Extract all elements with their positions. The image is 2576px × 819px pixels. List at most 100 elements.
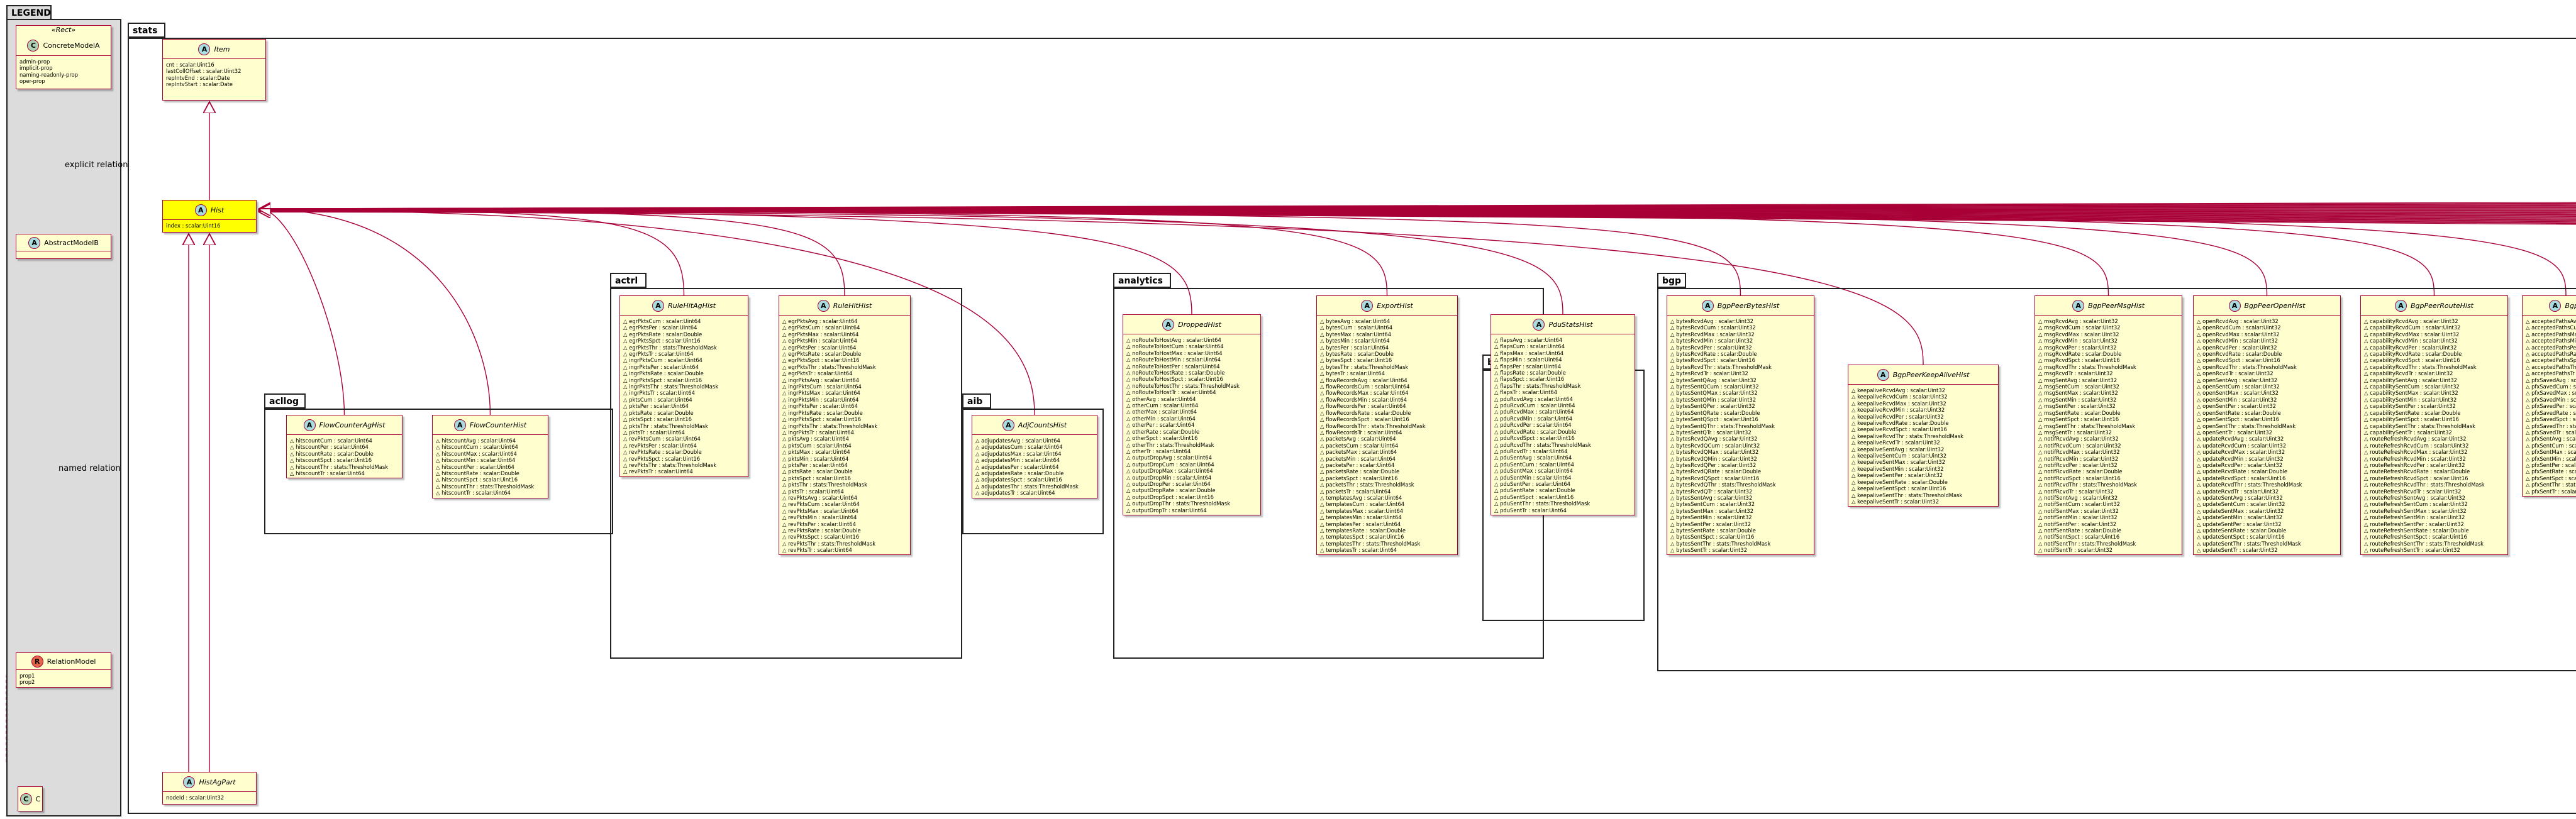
field: △ bytesSentTr : scalar:Uint32	[1670, 547, 1748, 554]
field: △ pktsMin : scalar:Uint64	[782, 455, 849, 462]
field: △ routeRefreshSentThr : stats:ThresholdM…	[2364, 540, 2484, 547]
field: △ revPktsCum : scalar:Uint64	[782, 501, 860, 508]
field: △ notifRcvdMin : scalar:Uint32	[2038, 455, 2119, 462]
field: △ revPktsPer : scalar:Uint64	[623, 442, 697, 449]
field: △ msgRcvdMin : scalar:Uint32	[2038, 338, 2118, 344]
field: △ routeRefreshRcvdTr : scalar:Uint32	[2364, 488, 2462, 495]
field: △ hitscountMax : scalar:Uint64	[436, 450, 517, 457]
field: △ routeRefreshRcvdMax : scalar:Uint32	[2364, 449, 2468, 456]
field: △ notifSentSpct : scalar:Uint16	[2038, 534, 2120, 541]
field: △ templatesSpct : scalar:Uint16	[1320, 534, 1404, 541]
field: △ keepaliveRcvdThr : stats:ThresholdMask	[1852, 432, 1963, 439]
field: △ keepaliveSentMax : scalar:Uint32	[1852, 459, 1946, 466]
stats-package	[128, 38, 2576, 814]
field: △ bytesRcvdQCum : scalar:Uint32	[1670, 442, 1760, 449]
field: △ openSentAvg : scalar:Uint32	[2197, 377, 2278, 383]
hist-ag-part-class[interactable]: A HistAgPart nodeId : scalar:Uint32	[162, 772, 257, 805]
class-name: C	[35, 794, 41, 803]
field: △ outputDropThr : stats:ThresholdMask	[1126, 500, 1230, 507]
field: △ msgRcvdCum : scalar:Uint32	[2038, 324, 2121, 331]
bgp-package	[1657, 288, 2576, 671]
field: △ pduRcvdMax : scalar:Uint64	[1494, 409, 1574, 415]
c-class[interactable]: C C	[18, 786, 43, 811]
relation-model-class[interactable]: R RelationModel prop1 prop2	[16, 652, 111, 688]
field: △ routeRefreshRcvdRate : scalar:Double	[2364, 468, 2470, 475]
actrl-package-tab: actrl	[610, 273, 647, 288]
field: △ updateRcvdThr : stats:ThresholdMask	[2197, 481, 2302, 488]
field: △ keepaliveSentSpct : scalar:Uint16	[1852, 485, 1946, 492]
aib-package-tab: aib	[962, 393, 991, 409]
field: △ flapsSpct : scalar:Uint16	[1494, 376, 1565, 383]
abstract-icon: A	[2549, 299, 2562, 312]
field: △ otherSpct : scalar:Uint16	[1126, 435, 1198, 442]
field: △ acceptedPathsTr	[2526, 370, 2575, 377]
field: △ routeRefreshSentMax : scalar:Uint32	[2364, 507, 2467, 514]
field: △ noRouteToHostSpct : scalar:Uint16	[1126, 376, 1223, 383]
class-icon: C	[27, 40, 40, 52]
field: prop2	[19, 679, 35, 686]
class-name: PduStatsHist	[1548, 320, 1593, 329]
field: △ flowRecordsCum : scalar:Uint64	[1320, 383, 1410, 390]
field: △ templatesThr : stats:ThresholdMask	[1320, 540, 1421, 547]
field: △ ingrPktsCum : scalar:Uint64	[782, 383, 862, 390]
field: △ egrPktsThr : stats:ThresholdMask	[623, 344, 717, 351]
field: △ adjupdatesCum : scalar:Uint64	[975, 444, 1063, 451]
field: △ revPktsThr : stats:ThresholdMask	[782, 540, 876, 547]
field: △ keepaliveRcvdRate : scalar:Double	[1852, 420, 1949, 427]
field: △ updateRcvdMax : scalar:Uint32	[2197, 449, 2285, 456]
field: △ hitscountPer : scalar:Uint64	[436, 463, 514, 470]
field: △ keepaliveSentTr : scalar:Uint32	[1852, 498, 1940, 505]
class-name: ConcreteModelA	[43, 41, 100, 50]
field: △ bytesThr : stats:ThresholdMask	[1320, 363, 1409, 370]
acllog-package	[264, 409, 613, 534]
field: △ adjupdatesAvg : scalar:Uint64	[975, 437, 1060, 444]
hist-class[interactable]: A Hist index : scalar:Uint16	[162, 200, 257, 233]
concrete-model-a-class[interactable]: «Rect» C ConcreteModelA admin-prop impli…	[16, 25, 111, 89]
field: △ noRouteToHostThr : stats:ThresholdMask	[1126, 382, 1240, 389]
field: prop1	[19, 673, 35, 679]
field: △ routeRefreshRcvdAvg : scalar:Uint32	[2364, 436, 2467, 442]
field: △ bytesRcvdAvg : scalar:Uint32	[1670, 318, 1753, 324]
field: △ bytesPer : scalar:Uint64	[1320, 344, 1389, 351]
field: △ acceptedPathsMin	[2526, 338, 2576, 344]
field: △ msgSentRate : scalar:Double	[2038, 409, 2121, 416]
field: △ bytesSentThr : stats:ThresholdMask	[1670, 540, 1771, 547]
field: △ routeRefreshRcvdMin : scalar:Uint32	[2364, 455, 2466, 462]
field: △ flowRecordsThr : stats:ThresholdMask	[1320, 422, 1426, 429]
field: △ msgSentCum : scalar:Uint32	[2038, 383, 2119, 390]
field: △ msgRcvdPer : scalar:Uint32	[2038, 344, 2117, 351]
field: △ hitscountSpct : scalar:Uint16	[290, 457, 372, 464]
field: △ revPktsRate : scalar:Double	[782, 527, 861, 534]
field: △ flapsMax : scalar:Uint64	[1494, 349, 1564, 356]
abstract-model-b-class[interactable]: A AbstractModelB	[16, 234, 111, 259]
field: △ pfxSentMax : scalar:Uint32	[2526, 449, 2576, 456]
field: △ capabilitySentTr : scalar:Uint32	[2364, 429, 2452, 436]
class-name: Item	[214, 45, 230, 53]
field: △ pduRcvdMin : scalar:Uint64	[1494, 415, 1573, 422]
field: △ openSentSpct : scalar:Uint16	[2197, 416, 2280, 423]
abstract-icon: A	[303, 419, 316, 431]
item-class[interactable]: A Item cnt : scalar:Uint16 lastCollOffse…	[162, 39, 266, 101]
field: △ capabilityRcvdTr : scalar:Uint32	[2364, 370, 2453, 377]
class-fields: admin-prop implicit-prop naming-readonly…	[16, 56, 111, 88]
field: △ notifSentAvg : scalar:Uint32	[2038, 494, 2118, 501]
field: △ msgRcvdThr : stats:ThresholdMask	[2038, 363, 2136, 370]
field: △ outputDropMax : scalar:Uint64	[1126, 468, 1213, 475]
field: △ pduRcvdCum : scalar:Uint64	[1494, 402, 1575, 409]
class-name: BgpPeerOpenHist	[2244, 301, 2306, 310]
field: △ packetsPer : scalar:Uint64	[1320, 461, 1395, 468]
